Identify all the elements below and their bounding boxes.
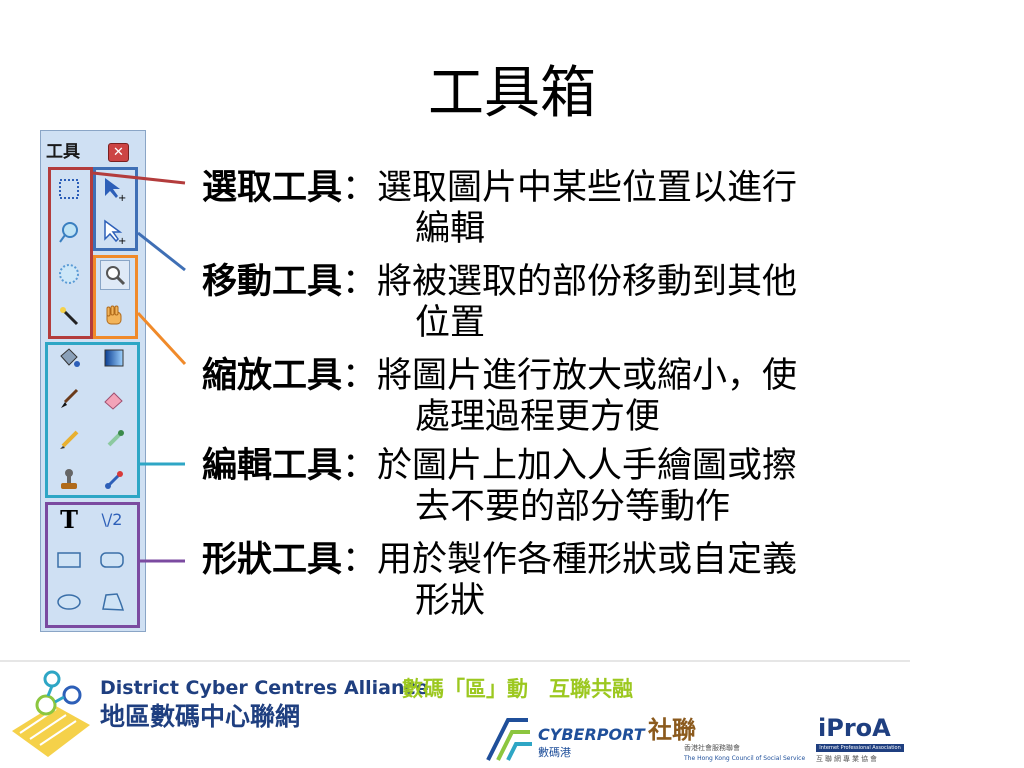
dcca-chinese-name: 地區數碼中心聯網 — [100, 702, 301, 731]
close-button[interactable]: ✕ — [108, 143, 129, 162]
zoom-tool-desc: 縮放工具：將圖片進行放大或縮小，使 處理過程更方便 — [202, 356, 798, 437]
shape-tools-frame — [45, 502, 140, 628]
term: 形狀工具 — [202, 540, 343, 580]
shape-tool-desc: 形狀工具：用於製作各種形狀或自定義 形狀 — [202, 540, 798, 621]
cyberport-chinese-name: 數碼港 — [538, 746, 571, 759]
line-curve-icon[interactable]: \/2 — [101, 510, 123, 529]
eraser-icon[interactable] — [100, 385, 128, 413]
dcca-english-name: District Cyber Centres Alliance — [100, 677, 429, 699]
paintbrush-icon[interactable] — [55, 385, 83, 413]
dcca-logo-icon — [12, 670, 90, 757]
magic-wand-icon[interactable] — [55, 302, 83, 330]
ipro-chinese-name: 互聯網專業協會 — [816, 755, 879, 763]
ipro-english-name: Internet Professional Association — [816, 744, 904, 752]
svg-text:+: + — [118, 236, 126, 245]
edit-tools-frame — [45, 342, 140, 498]
pan-hand-icon[interactable] — [100, 302, 128, 330]
cyberport-english-name: CYBERPORT — [538, 725, 645, 744]
pencil-icon[interactable] — [55, 426, 83, 454]
move-connector — [137, 231, 186, 272]
select-tools-frame — [48, 167, 93, 339]
ellipse-shape-icon[interactable] — [55, 588, 83, 616]
cyberport-logo-icon — [486, 718, 532, 761]
move-tools-frame — [93, 167, 138, 251]
rectangle-select-icon[interactable] — [55, 175, 83, 203]
slogan: 數碼「區」動 互聯共融 — [402, 677, 633, 701]
ellipse-select-icon[interactable] — [55, 260, 83, 288]
term: 移動工具 — [202, 262, 343, 302]
zoom-connector — [136, 311, 187, 366]
rounded-rectangle-icon[interactable] — [98, 546, 126, 574]
slide-title: 工具箱 — [428, 61, 596, 126]
ipro-logo: iProA — [818, 714, 891, 742]
clone-stamp-icon[interactable] — [55, 466, 83, 494]
footer-rule — [0, 660, 910, 662]
select-connector — [92, 171, 186, 185]
rectangle-shape-icon[interactable] — [55, 546, 83, 574]
freeform-shape-icon[interactable] — [98, 588, 126, 616]
hkcss-chinese-name: 香港社會服務聯會 — [684, 744, 740, 752]
recolor-icon[interactable] — [100, 466, 128, 494]
svg-text:+: + — [118, 193, 126, 202]
move-selection-icon[interactable]: + — [100, 175, 128, 203]
toolbox-header: 工具 — [46, 142, 80, 162]
select-tool-desc: 選取工具：選取圖片中某些位置以進行 編輯 — [202, 168, 798, 249]
move-selected-pixels-icon[interactable]: + — [100, 218, 128, 246]
text-tool-icon[interactable]: T — [60, 505, 78, 534]
paint-bucket-icon[interactable] — [55, 344, 83, 372]
hkcss-logo: 社聯 — [648, 716, 696, 744]
gradient-icon[interactable] — [100, 344, 128, 372]
hkcss-english-name: The Hong Kong Council of Social Service — [684, 755, 806, 762]
edit-tool-desc: 編輯工具：於圖片上加入人手繪圖或擦 去不要的部分等動作 — [202, 446, 798, 527]
color-picker-icon[interactable] — [100, 426, 128, 454]
zoom-tools-frame — [93, 255, 138, 339]
term: 選取工具 — [202, 168, 343, 208]
lasso-select-icon[interactable] — [55, 218, 83, 246]
zoom-icon[interactable] — [100, 260, 130, 290]
term: 編輯工具 — [202, 446, 343, 486]
connector-lines — [92, 171, 187, 563]
move-tool-desc: 移動工具：將被選取的部份移動到其他 位置 — [202, 262, 798, 343]
term: 縮放工具 — [202, 356, 343, 396]
